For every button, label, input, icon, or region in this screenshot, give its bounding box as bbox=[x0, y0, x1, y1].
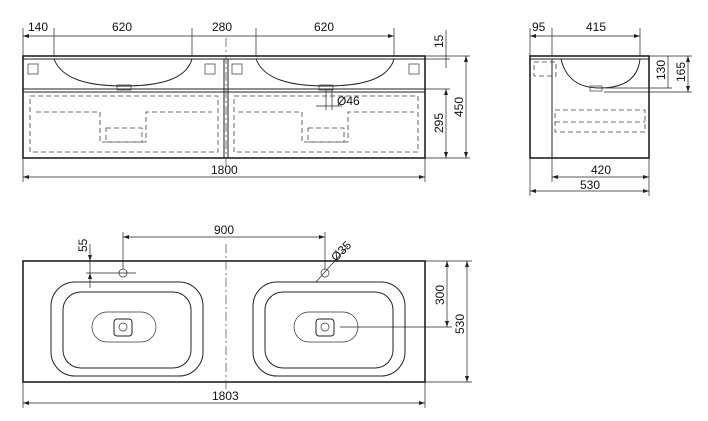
arrow bbox=[419, 401, 425, 405]
front-bracket-2 bbox=[204, 63, 216, 75]
top-left-basin-outer bbox=[50, 281, 204, 377]
top-dim-900: 900 bbox=[214, 223, 234, 237]
arrow bbox=[23, 175, 29, 179]
front-bracket-4 bbox=[408, 63, 420, 75]
side-dim-415: 415 bbox=[586, 20, 606, 34]
front-right-trap-hidden bbox=[307, 127, 345, 143]
front-bracket-3 bbox=[231, 63, 243, 75]
front-dim-15: 15 bbox=[432, 34, 446, 48]
front-left-basin-profile bbox=[53, 58, 193, 87]
front-dim-295: 295 bbox=[432, 113, 446, 133]
arrow bbox=[388, 34, 394, 38]
arrow bbox=[123, 235, 129, 239]
top-dim-35: Ø35 bbox=[328, 238, 354, 264]
top-dim-530: 530 bbox=[453, 314, 467, 334]
front-left-drawer-hidden bbox=[29, 95, 219, 153]
arrow bbox=[530, 34, 536, 38]
top-right-drain-hole bbox=[320, 322, 330, 332]
arrow bbox=[419, 175, 425, 179]
front-dim-620-right: 620 bbox=[314, 20, 334, 34]
front-dim-280: 280 bbox=[212, 20, 232, 34]
front-right-siphon-hidden bbox=[238, 111, 414, 143]
arrow bbox=[444, 89, 448, 95]
arrow bbox=[464, 56, 468, 62]
arrow bbox=[88, 273, 92, 279]
front-dim-450: 450 bbox=[452, 97, 466, 117]
side-drain bbox=[589, 85, 603, 92]
side-dim-530: 530 bbox=[580, 178, 600, 192]
arrow bbox=[319, 235, 325, 239]
front-dim-140: 140 bbox=[28, 20, 48, 34]
arrow bbox=[634, 34, 640, 38]
arrow bbox=[445, 321, 449, 327]
top-dim-55: 55 bbox=[76, 238, 90, 252]
top-left-basin-inner bbox=[62, 291, 192, 369]
side-dim-130: 130 bbox=[654, 60, 668, 80]
arrow bbox=[643, 189, 649, 193]
front-left-trap-hidden bbox=[105, 127, 143, 143]
top-right-drain-icon bbox=[315, 318, 335, 337]
top-left-drain-icon bbox=[113, 318, 133, 337]
arrow bbox=[444, 152, 448, 158]
side-dim-95: 95 bbox=[532, 20, 546, 34]
arrow bbox=[530, 189, 536, 193]
top-tap-hole-leader bbox=[315, 245, 349, 283]
side-bracket-hidden bbox=[533, 61, 557, 77]
side-dim-165: 165 bbox=[674, 62, 688, 82]
side-dim-420: 420 bbox=[591, 163, 611, 177]
arrow bbox=[686, 56, 690, 62]
top-left-drain-hole bbox=[118, 322, 128, 332]
side-drawer-hidden bbox=[554, 109, 646, 133]
arrow bbox=[88, 255, 92, 261]
top-left-basin-drain-area bbox=[91, 311, 157, 343]
top-right-tap-hole bbox=[320, 268, 330, 278]
top-right-basin-outer bbox=[252, 281, 406, 377]
arrow bbox=[552, 175, 558, 179]
side-basin-profile bbox=[560, 58, 641, 89]
front-right-basin-profile bbox=[255, 58, 395, 87]
front-left-siphon-hidden bbox=[36, 111, 212, 143]
front-dim-1800: 1800 bbox=[211, 163, 238, 177]
top-dim-1803: 1803 bbox=[212, 389, 239, 403]
top-view: 900 55 Ø35 300 530 1803 bbox=[22, 223, 472, 408]
arrow bbox=[686, 86, 690, 92]
top-right-basin-inner bbox=[264, 291, 394, 369]
top-countertop-outline bbox=[22, 260, 426, 383]
arrow bbox=[643, 175, 649, 179]
arrow bbox=[23, 34, 29, 38]
front-view: Ø46 140 620 280 620 15 295 450 1800 bbox=[22, 20, 470, 182]
side-view: 95 415 130 165 420 530 bbox=[529, 20, 692, 196]
arrow bbox=[445, 261, 449, 267]
front-left-drain bbox=[116, 84, 132, 91]
front-dim-620-left: 620 bbox=[112, 20, 132, 34]
front-bracket-1 bbox=[27, 63, 39, 75]
side-outline bbox=[529, 55, 650, 159]
arrow bbox=[464, 152, 468, 158]
arrow bbox=[465, 376, 469, 382]
top-dim-300: 300 bbox=[433, 285, 447, 305]
arrow bbox=[23, 401, 29, 405]
front-hole-diameter-label: Ø46 bbox=[337, 94, 360, 108]
arrow bbox=[465, 261, 469, 267]
